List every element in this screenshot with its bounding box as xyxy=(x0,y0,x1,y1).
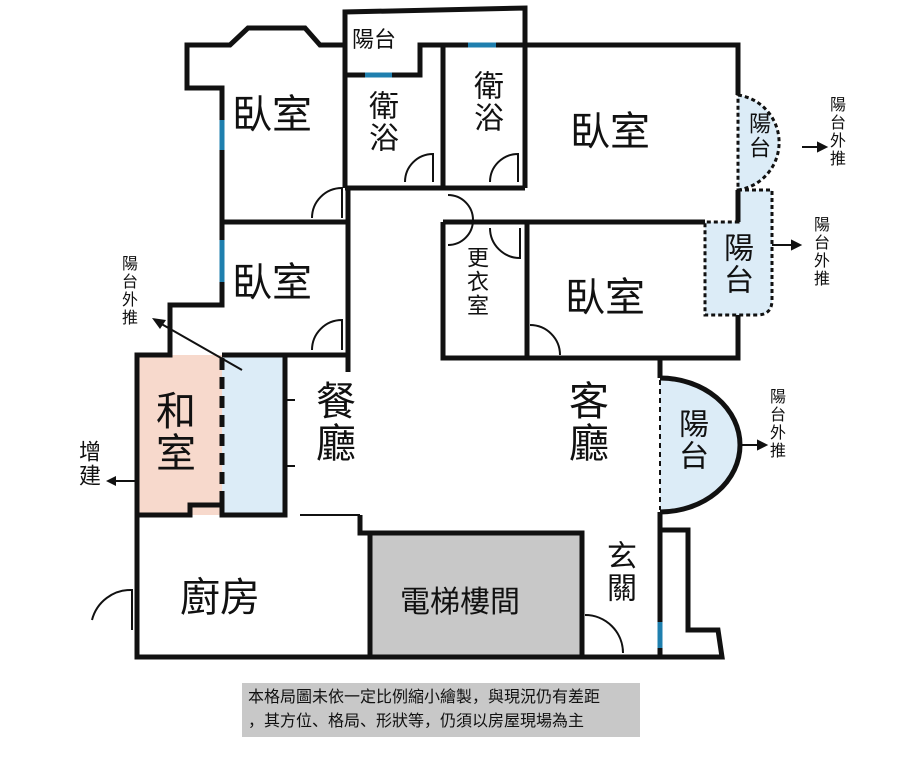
room-label-japanese-room: 和室 xyxy=(149,390,195,474)
balcony-living-fill xyxy=(660,378,740,512)
room-label-bedroom-mid-right: 臥室 xyxy=(565,275,645,321)
walls xyxy=(134,5,741,660)
room-label-closet: 更衣室 xyxy=(463,246,488,318)
disclaimer-note: 本格局圖未依一定比例縮小繪製，與現況仍有差距 ，其方位、格局、形狀等，仍須以房屋… xyxy=(242,683,640,737)
annotation-balcony-pushout-left: 陽台外推 xyxy=(119,255,138,327)
annotation-balcony-pushout-3: 陽台外推 xyxy=(767,388,786,460)
room-label-kitchen: 廚房 xyxy=(180,575,260,621)
room-label-balcony-living: 陽台 xyxy=(673,408,708,472)
pushout-area-fill xyxy=(222,355,285,515)
room-label-living: 客廳 xyxy=(562,380,608,464)
annotation-balcony-pushout-2: 陽台外推 xyxy=(811,216,830,288)
pushout-arrow xyxy=(157,321,243,371)
balcony-right-1-fill xyxy=(736,93,781,192)
annotation-balcony-pushout-1: 陽台外推 xyxy=(827,96,846,168)
room-label-bedroom-mid-left: 臥室 xyxy=(232,260,312,306)
disclaimer-line-1: 本格局圖未依一定比例縮小繪製，與現況仍有差距 xyxy=(248,687,601,706)
disclaimer-line-2: ，其方位、格局、形狀等，仍須以房屋現場為主 xyxy=(248,711,585,730)
room-label-balcony-right-1: 陽台 xyxy=(745,112,770,160)
room-label-dining: 餐廳 xyxy=(309,380,355,464)
japanese-room-fill xyxy=(137,355,222,515)
room-label-bedroom-top-left: 臥室 xyxy=(232,92,312,138)
windows xyxy=(219,42,663,648)
room-label-balcony-right-2: 陽台 xyxy=(718,232,753,296)
room-label-entrance: 玄關 xyxy=(601,540,636,604)
room-label-bedroom-top-right: 臥室 xyxy=(570,109,650,155)
annotation-extension: 增建 xyxy=(75,440,100,488)
room-label-balcony-top: 陽台 xyxy=(352,28,397,53)
room-label-bath-1: 衛浴 xyxy=(363,90,398,154)
balcony-right-2-fill xyxy=(703,188,774,317)
elevator-fill xyxy=(370,533,582,655)
room-label-bath-2: 衛浴 xyxy=(468,70,503,134)
room-label-elevator: 電梯樓間 xyxy=(400,585,520,620)
